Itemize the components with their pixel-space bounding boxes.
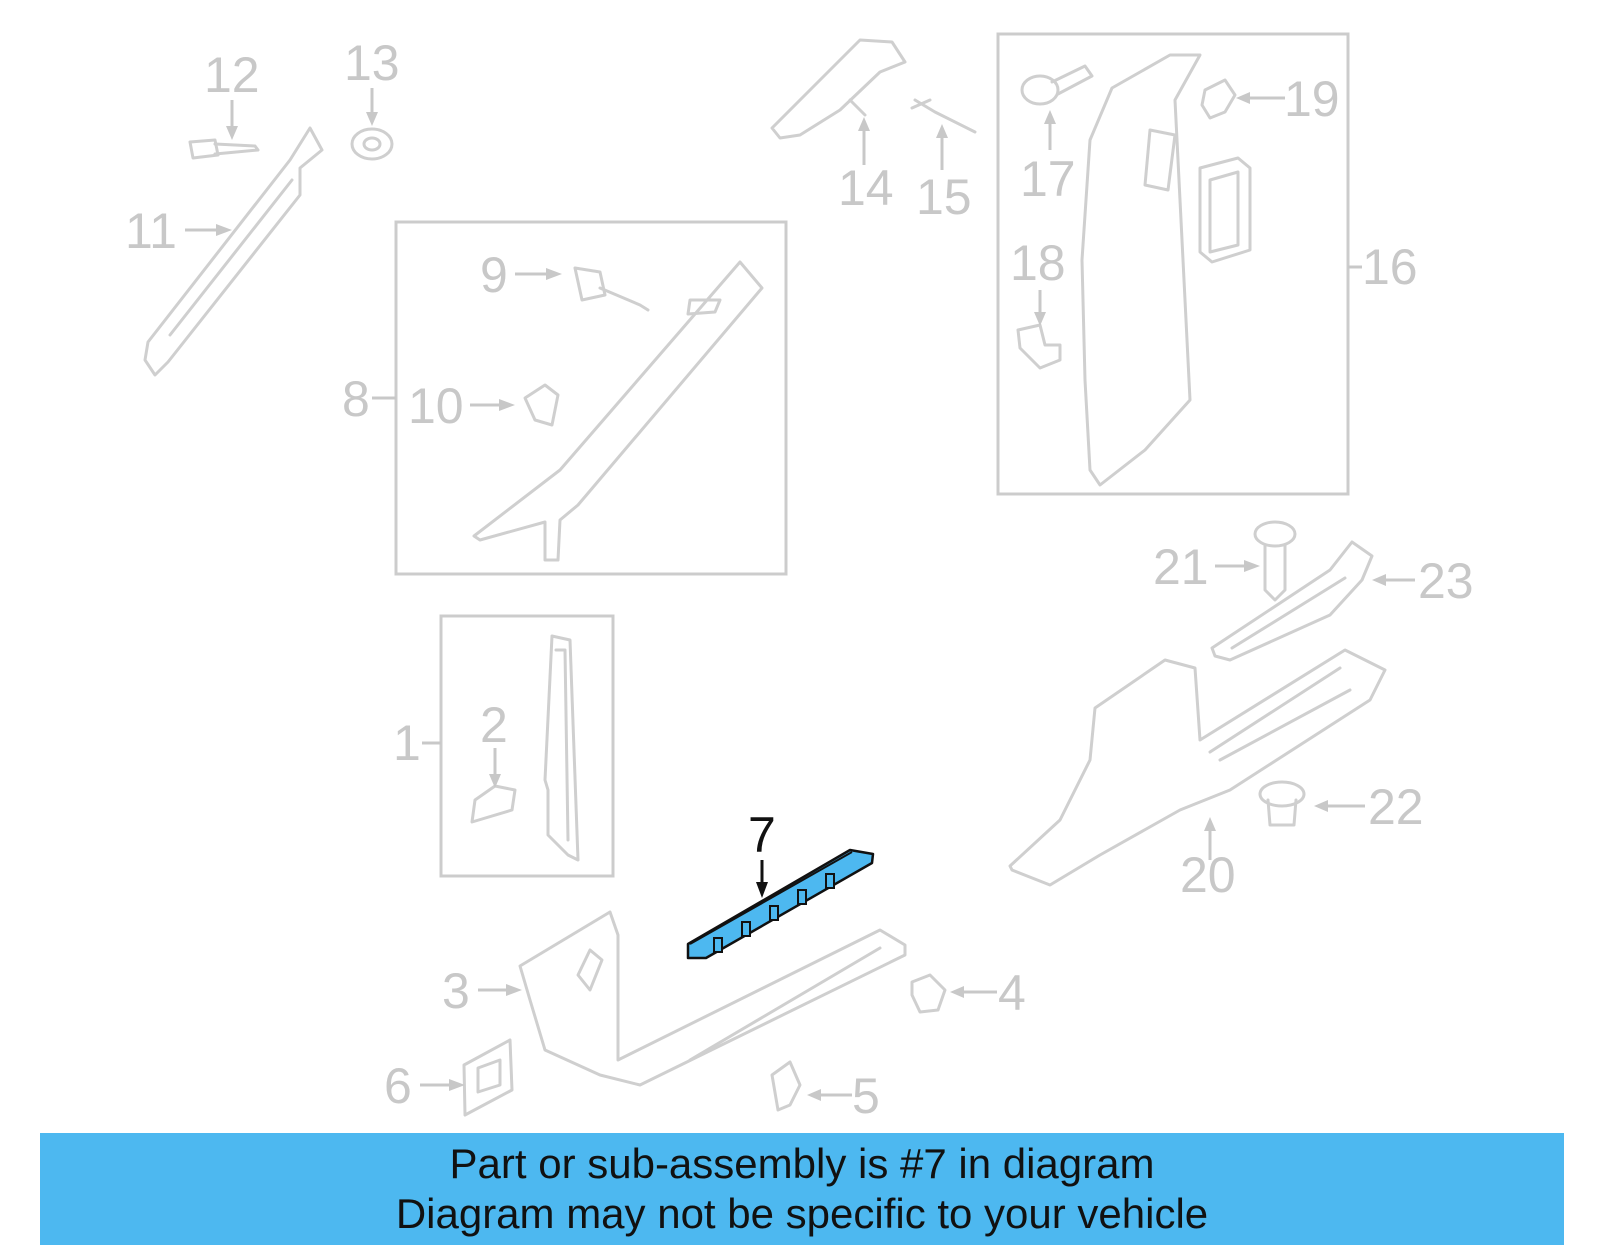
part-6: [462, 1038, 514, 1117]
callout-10: 10: [408, 378, 464, 434]
part-19: [1200, 78, 1237, 120]
part-15: [910, 98, 977, 134]
callout-5: 5: [852, 1068, 880, 1124]
part-4: [910, 973, 947, 1014]
part-22: [1258, 780, 1306, 827]
part-7-highlighted: [686, 848, 875, 960]
part-17: [1020, 64, 1094, 106]
part-16: [1080, 53, 1252, 487]
callout-9: 9: [480, 247, 508, 303]
callout-20: 20: [1180, 847, 1236, 903]
callout-4: 4: [998, 965, 1026, 1021]
callout-17: 17: [1020, 151, 1076, 207]
part-20: [1008, 648, 1387, 887]
callout-3: 3: [442, 963, 470, 1019]
callout-12: 12: [204, 47, 260, 103]
part-13: [350, 127, 394, 161]
part-14: [770, 38, 907, 140]
callout-8: 8: [342, 371, 370, 427]
leader-lines: [185, 88, 1415, 1101]
callout-14: 14: [838, 160, 894, 216]
part-8: [472, 260, 764, 562]
part-10: [523, 383, 560, 427]
callout-18: 18: [1010, 235, 1066, 291]
callout-13: 13: [344, 35, 400, 91]
callout-labels: 1 2 3 4 5 6 7 8 9 10 11 12 13 14 15 16 1…: [125, 35, 1474, 1124]
callout-1: 1: [393, 715, 421, 771]
callout-21: 21: [1153, 539, 1209, 595]
info-banner: Part or sub-assembly is #7 in diagram Di…: [40, 1133, 1564, 1245]
callout-15: 15: [916, 169, 972, 225]
part-1: [543, 634, 580, 862]
part-9: [573, 266, 650, 312]
callout-11: 11: [125, 203, 177, 259]
part-21: [1253, 520, 1297, 602]
part-23: [1210, 540, 1374, 662]
part-2: [470, 784, 517, 824]
group-box-1: [439, 614, 615, 878]
part-5: [770, 1060, 802, 1112]
part-3: [518, 910, 907, 1087]
callout-6: 6: [384, 1058, 412, 1114]
part-12: [188, 138, 260, 160]
banner-line-2: Diagram may not be specific to your vehi…: [395, 1190, 1209, 1237]
callout-22: 22: [1368, 779, 1424, 835]
part-11: [143, 126, 324, 377]
callout-16: 16: [1362, 239, 1418, 295]
group-box-16: [996, 32, 1350, 496]
callout-23: 23: [1418, 553, 1474, 609]
banner-line-1: Part or sub-assembly is #7 in diagram: [449, 1140, 1155, 1187]
callout-7: 7: [748, 807, 776, 863]
part-18: [1016, 323, 1062, 370]
callout-2: 2: [480, 697, 508, 753]
callout-19: 19: [1284, 71, 1340, 127]
